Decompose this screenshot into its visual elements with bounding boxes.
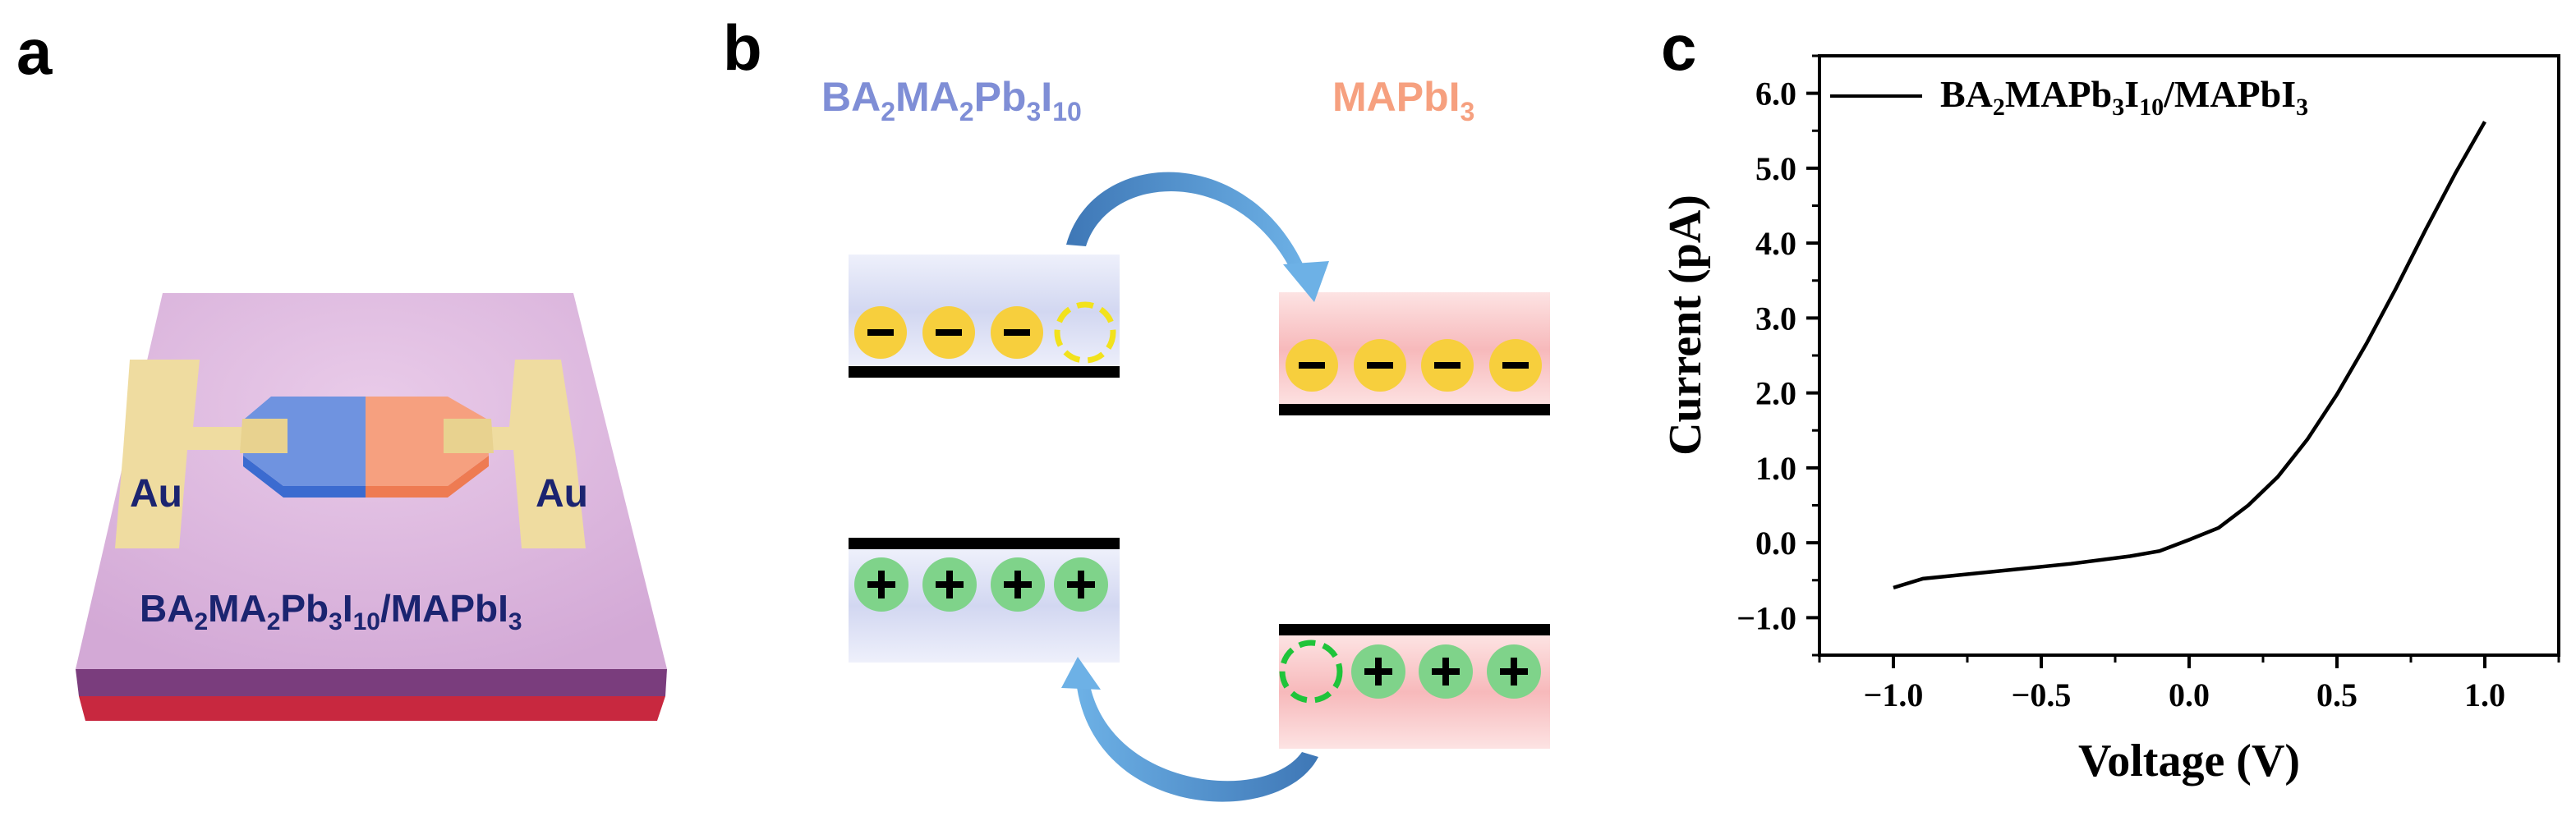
y-tick-label: −1.0 — [1736, 599, 1796, 636]
hole — [1487, 644, 1541, 699]
panel-c-letter: c — [1661, 11, 1696, 84]
y-tick-label: 6.0 — [1755, 76, 1796, 112]
left-electrode-pad — [240, 419, 288, 453]
x-tick-label: 0.0 — [2169, 676, 2210, 713]
substrate-base — [79, 696, 665, 721]
legend: BA2MAPb3I10/MAPbI3 — [1830, 73, 2308, 121]
vb-3d-bar — [1279, 624, 1550, 635]
flake-left-side — [243, 456, 366, 498]
y-tick-label: 0.0 — [1755, 525, 1796, 562]
x-axis-label: Voltage (V) — [2078, 736, 2300, 786]
y-tick-label: 4.0 — [1755, 225, 1796, 262]
substrate-side — [76, 669, 667, 696]
electron-transfer-arrow — [1066, 172, 1329, 302]
electrode-label-right: Au — [536, 472, 588, 516]
cb-3d-bar — [1279, 404, 1550, 415]
electron — [1489, 339, 1542, 392]
iv-curve-line — [1893, 121, 2486, 590]
device-label: BA2MA2Pb3I10/MAPbI3 — [140, 587, 522, 635]
electron — [991, 306, 1043, 359]
electron-vacancy — [1054, 301, 1116, 364]
y-tick-label: 3.0 — [1755, 300, 1796, 337]
hole-transfer-arrow — [1061, 657, 1318, 802]
panel-c: c −1.0 −0.5 0.0 0.5 1.0 −1.0 0.0 1.0 2.0 3.0 4.0 5… — [1660, 11, 2560, 786]
hole — [1351, 644, 1405, 699]
x-tick-label: 0.5 — [2316, 676, 2358, 713]
y-tick-label: 2.0 — [1755, 375, 1796, 412]
hole — [854, 557, 908, 612]
electron — [854, 306, 907, 359]
x-tick-label: −0.5 — [2012, 676, 2072, 713]
panel-b-letter: b — [723, 11, 762, 84]
electron — [922, 306, 975, 359]
panel-a-letter: a — [16, 16, 53, 88]
hole — [1054, 557, 1108, 612]
y-tick-label: 1.0 — [1755, 450, 1796, 487]
title-3d-perovskite: MAPbI3 — [1332, 74, 1474, 126]
electron — [1354, 339, 1406, 392]
hole — [922, 557, 977, 612]
left-electrode — [115, 360, 283, 548]
title-2d-perovskite: BA2MA2Pb3I10 — [821, 74, 1082, 126]
right-electrode-pad — [444, 419, 494, 453]
x-tick-label: 1.0 — [2464, 676, 2505, 713]
cb-2d-bar — [849, 366, 1120, 378]
hole-vacancy — [1279, 640, 1343, 704]
hole — [1419, 644, 1473, 699]
electron — [1421, 339, 1474, 392]
y-tick-label: 5.0 — [1755, 150, 1796, 187]
flake-right-side — [366, 456, 489, 498]
panel-a: a Au Au BA2MA2Pb3I10/MAPbI3 — [16, 16, 667, 721]
iv-chart: −1.0 −0.5 0.0 0.5 1.0 −1.0 0.0 1.0 2.0 3.0 4.0 5.0… — [1660, 54, 2560, 786]
right-electrode — [444, 360, 586, 548]
electrode-label-left: Au — [130, 472, 182, 516]
legend-label: BA2MAPb3I10/MAPbI3 — [1940, 73, 2308, 121]
hole — [991, 557, 1045, 612]
electron — [1286, 339, 1338, 392]
x-tick-label: −1.0 — [1864, 676, 1924, 713]
vb-2d-bar — [849, 538, 1120, 549]
panel-b: b BA2MA2Pb3I10 MAPbI3 — [723, 11, 1550, 802]
plot-frame — [1818, 54, 2560, 657]
y-axis-label: Current (pA) — [1660, 195, 1711, 456]
